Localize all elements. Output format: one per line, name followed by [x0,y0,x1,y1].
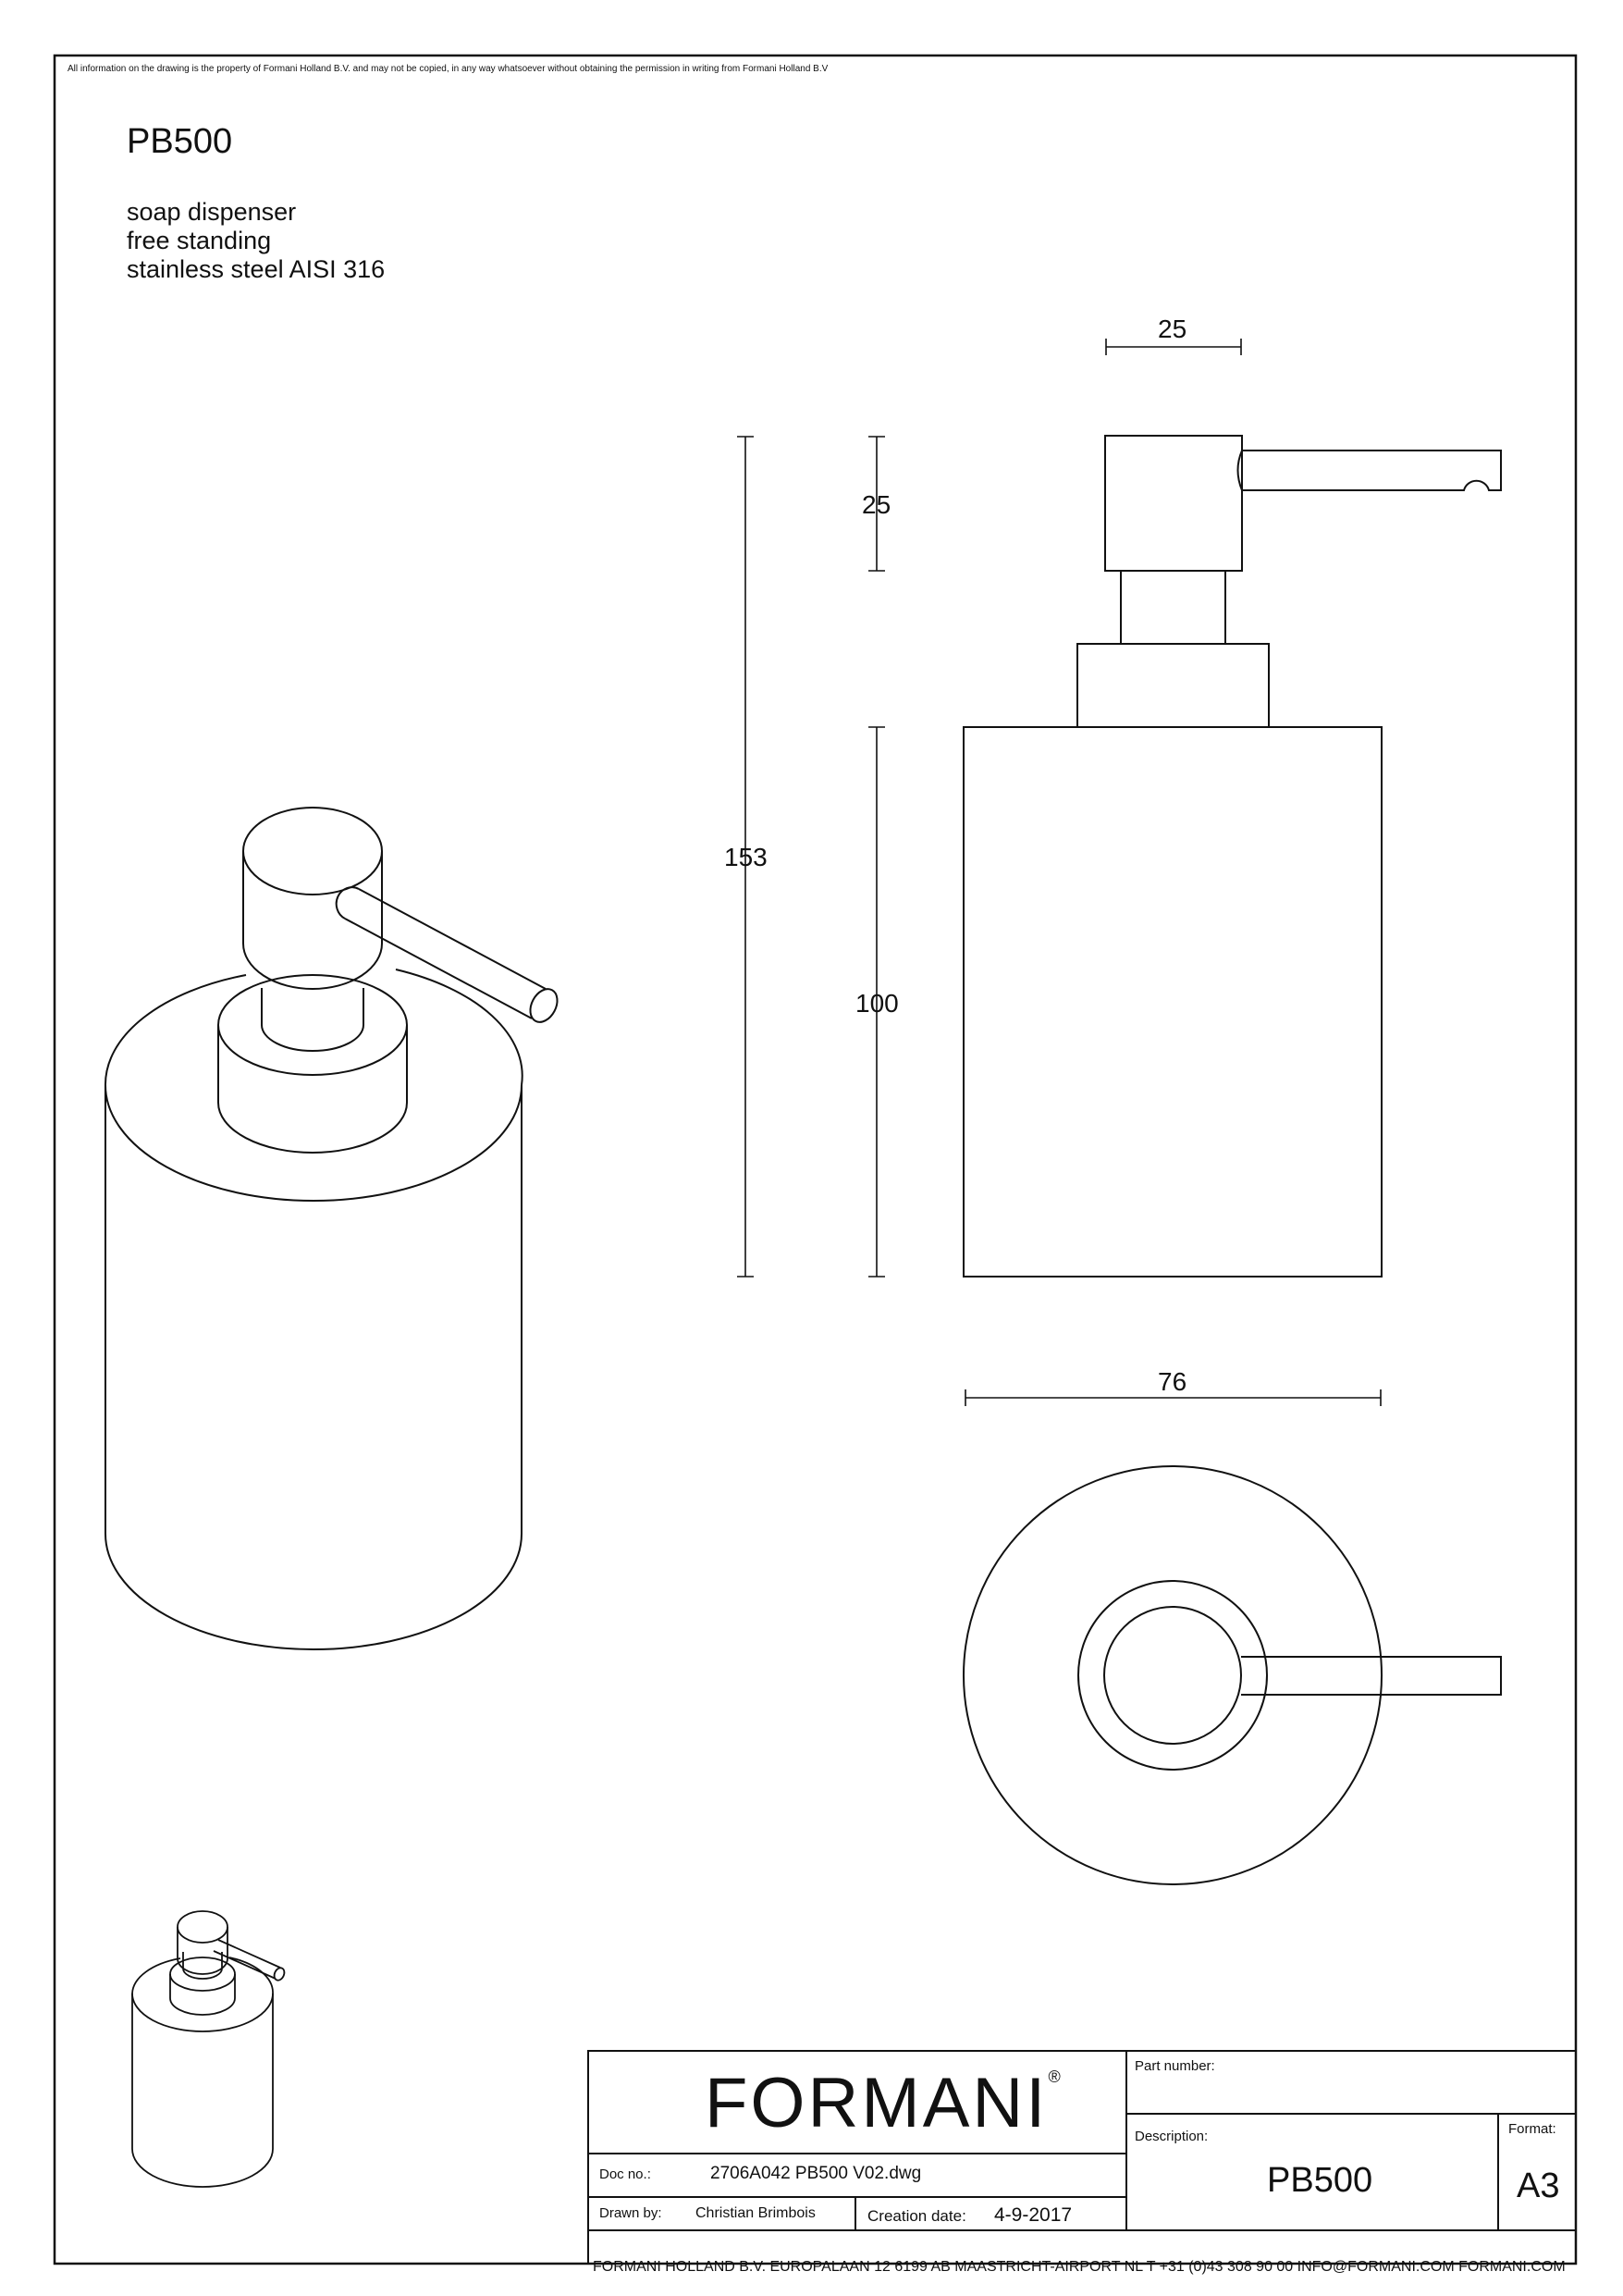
neck-cylinder [261,988,364,1052]
body-top-ellipse-front [105,1084,523,1202]
dimension-lines [737,339,1382,1406]
description-value: PB500 [1267,2161,1373,2200]
spout-side [1242,450,1502,491]
isometric-view-small [131,1910,286,2188]
pump-circle [1103,1606,1242,1745]
product-code: PB500 [127,122,233,161]
product-description-line: free standing [127,227,272,254]
format-value: A3 [1517,2166,1560,2205]
format-label: Format: [1508,2121,1556,2137]
drawn-by-label: Drawn by: [599,2205,662,2221]
formani-logo: FORMANI® [705,2064,1061,2142]
product-description-line: stainless steel AISI 316 [127,255,386,283]
doc-no-value: 2706A042 PB500 V02.dwg [710,2164,922,2183]
doc-no-label: Doc no.: [599,2166,651,2182]
spout-plan [1241,1656,1502,1696]
spout [344,888,547,1019]
plan-view [963,1465,1502,1885]
pump-head-top [242,807,383,895]
dimension-diameter: 76 [1158,1367,1187,1396]
spout-tip [529,988,559,1023]
creation-date-label: Creation date: [867,2207,966,2225]
body-rect [963,726,1383,1278]
drawing-frame [53,54,1578,2265]
pump-head-rect [1104,435,1243,572]
pump-head [242,851,383,990]
neck-rect [1120,570,1226,645]
company-footer: FORMANI HOLLAND B.V. EUROPALAAN 12 6199 … [593,2259,1566,2275]
title-block-lines [587,2050,1577,2265]
body-circle [963,1465,1383,1885]
dimension-body-height: 100 [855,989,899,1018]
collar-cylinder [217,1025,408,1154]
collar-circle [1077,1580,1268,1771]
isometric-view-large [104,807,559,1650]
drawn-by-value: Christian Brimbois [695,2205,816,2221]
body-top-ellipse-back [104,974,247,1086]
collar-rect [1076,643,1270,728]
product-description-line: soap dispenser [127,198,297,226]
part-number-label: Part number: [1135,2058,1215,2074]
front-elevation [963,435,1502,1278]
dimension-pump-height: 25 [862,490,891,519]
dimension-pump-width: 25 [1158,315,1187,343]
body-cylinder [105,1085,523,1650]
copyright-notice: All information on the drawing is the pr… [68,64,829,74]
creation-date-value: 4-9-2017 [994,2204,1073,2226]
description-label: Description: [1135,2129,1209,2144]
dimension-total-height: 153 [724,843,768,871]
